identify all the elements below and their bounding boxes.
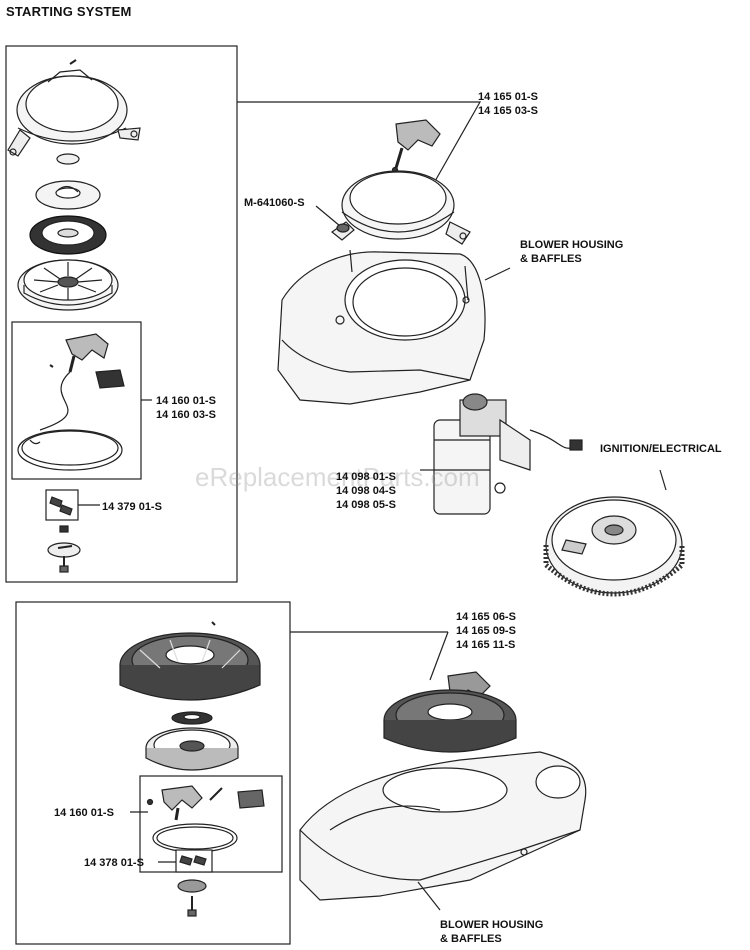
top-left-frame <box>5 45 238 583</box>
finned-starter-cup <box>119 621 261 701</box>
leader-ignition <box>659 469 667 491</box>
label-14160-bottom: 14 160 01-S <box>54 807 114 819</box>
label-blower-housing-bottom: BLOWER HOUSING & BAFFLES <box>440 919 544 945</box>
washer <box>56 153 80 165</box>
starter-handle-rope-bottom <box>146 785 265 853</box>
starter-handle-rope <box>17 333 125 471</box>
flywheel <box>543 469 685 597</box>
pawl-kit-bottom <box>175 849 213 917</box>
label-starter-motor: 14 098 01-S 14 098 04-S 14 098 05-S <box>336 471 396 511</box>
screw-m641060 <box>315 205 350 233</box>
label-m641060: M-641060-S <box>244 197 305 209</box>
label-14160-top: 14 160 01-S 14 160 03-S <box>156 395 216 421</box>
watermark: eReplacementParts.com <box>195 462 480 492</box>
recoil-starter-cup-top <box>7 59 141 157</box>
label-14165-a: 14 165 01-S 14 165 03-S <box>478 91 538 117</box>
starter-pulley <box>17 259 119 311</box>
recoil-starter-handle-right <box>391 119 441 174</box>
recoil-spring <box>29 215 107 255</box>
leader-blower-bottom <box>417 881 441 911</box>
pawl-kit <box>45 489 81 573</box>
label-blower-housing-top: BLOWER HOUSING & BAFFLES <box>520 239 624 265</box>
recoil-spring-bottom <box>171 711 213 725</box>
label-ignition-electrical: IGNITION/ELECTRICAL <box>600 443 722 455</box>
finned-starter-cup-right <box>383 671 517 753</box>
recoil-starter-cup-right <box>331 170 471 245</box>
blower-housing-bottom <box>299 751 587 911</box>
label-14379: 14 379 01-S <box>102 501 162 513</box>
leader-14165-a <box>237 101 482 191</box>
bottom-left-frame <box>15 601 291 945</box>
label-14165-b: 14 165 06-S 14 165 09-S 14 165 11-S <box>456 611 516 651</box>
starter-pulley-bottom <box>145 727 239 771</box>
leader-blower-top <box>484 267 511 281</box>
electric-starter-motor <box>420 393 583 515</box>
label-14378: 14 378 01-S <box>84 857 144 869</box>
blower-housing-top <box>277 249 511 405</box>
page-title: STARTING SYSTEM <box>6 4 132 19</box>
spring-cover <box>35 180 101 210</box>
